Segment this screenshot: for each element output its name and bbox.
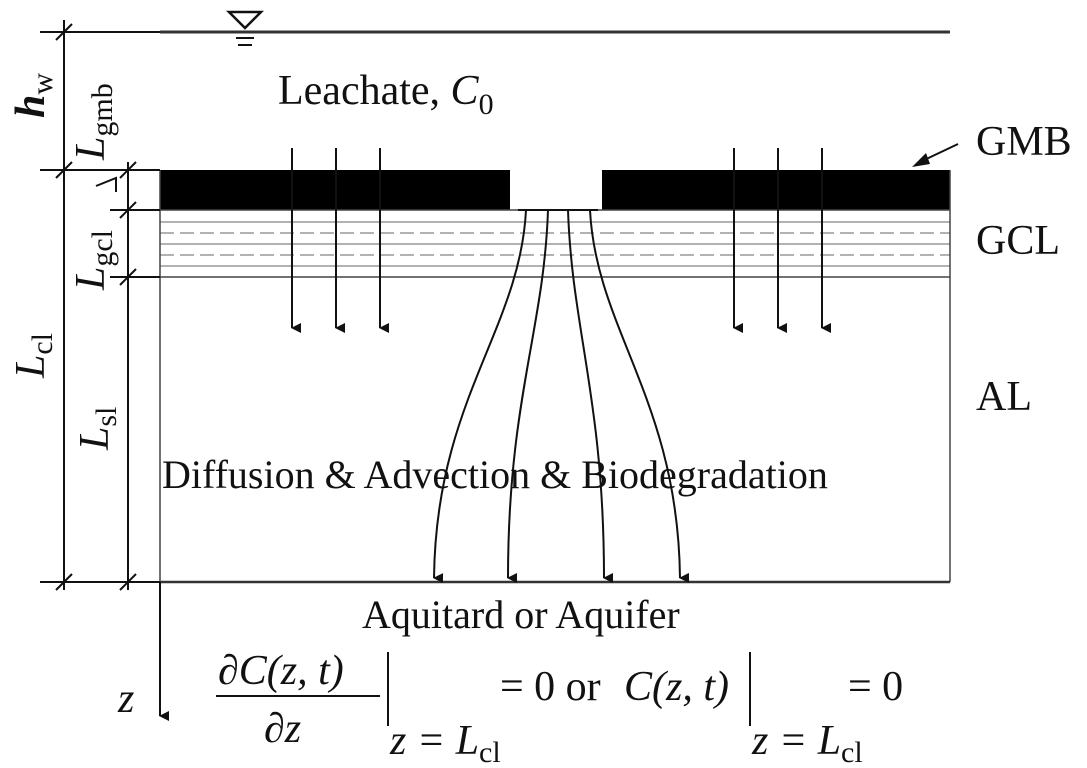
bc-c-func: C(z, t) <box>624 664 729 710</box>
dimension-lines <box>40 20 160 591</box>
lgcl-label: Lgcl <box>68 230 119 291</box>
water-level-icon <box>225 10 265 30</box>
bc-denominator: ∂z <box>264 706 301 752</box>
curved-flow-arrow <box>589 209 690 583</box>
curved-flow-arrow <box>433 209 527 584</box>
al-layer-box <box>159 170 951 584</box>
bc-eq-1: = 0 or <box>500 664 601 710</box>
bc-numerator: ∂C(z, t) <box>218 648 344 694</box>
defect-flow-curves <box>433 209 690 584</box>
al-label: AL <box>976 374 1032 420</box>
lgmb-label: Lgmb <box>68 83 119 161</box>
gcl-label: GCL <box>976 218 1060 264</box>
gcl-layer <box>160 209 950 278</box>
lsl-label: Lsl <box>72 407 123 451</box>
lcl-label: Lcl <box>8 333 59 379</box>
hw-label: hw <box>8 73 59 118</box>
bc-cond-1: z = Lcl <box>389 718 501 768</box>
process-label: Diffusion & Advection & Biodegradation <box>162 452 828 497</box>
curved-flow-arrow <box>507 209 549 584</box>
gmb-right-sheet <box>602 170 950 210</box>
bc-cond-2: z = Lcl <box>751 718 863 768</box>
bottom-label: Aquitard or Aquifer <box>362 592 680 637</box>
gmb-pointer-head <box>912 153 930 167</box>
right-flow-arrows <box>733 148 831 333</box>
bc-eq-2: = 0 <box>848 664 903 710</box>
z-axis-label: z <box>117 676 134 722</box>
curved-flow-arrow <box>567 209 614 583</box>
left-flow-arrows <box>291 148 389 333</box>
boundary-condition: ∂C(z, t) ∂z z = Lcl = 0 or C(z, t) z = L… <box>216 648 903 768</box>
gmb-label: GMB <box>976 119 1072 165</box>
leachate-label: Leachate, C0 <box>278 68 494 121</box>
